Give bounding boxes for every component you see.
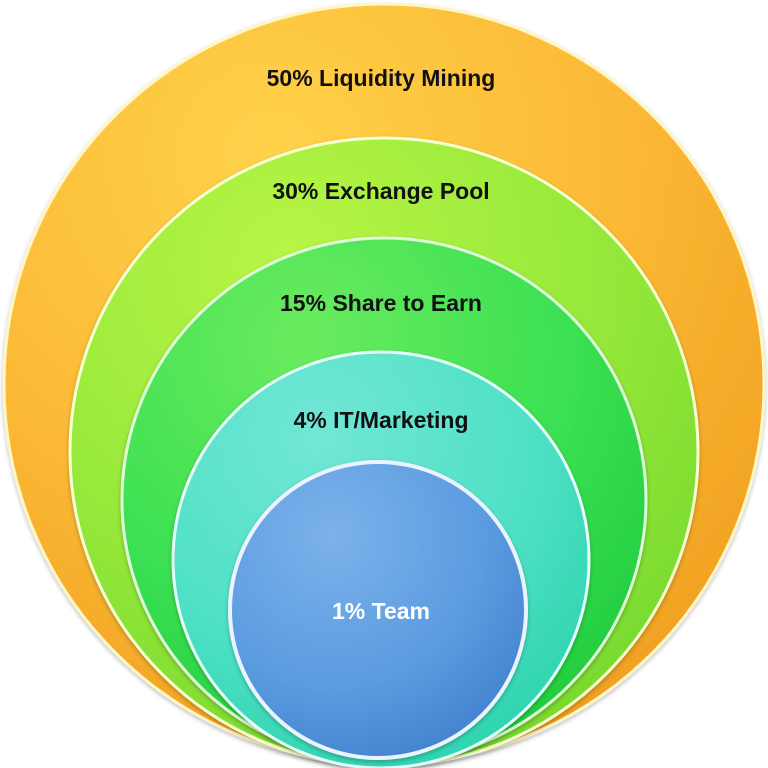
label-team: 1% Team [332,598,430,624]
label-share-to-earn: 15% Share to Earn [280,290,482,316]
label-it-marketing: 4% IT/Marketing [293,407,468,433]
ring-team [228,460,528,760]
label-exchange-pool: 30% Exchange Pool [272,178,489,204]
label-liquidity-mining: 50% Liquidity Mining [267,65,496,91]
